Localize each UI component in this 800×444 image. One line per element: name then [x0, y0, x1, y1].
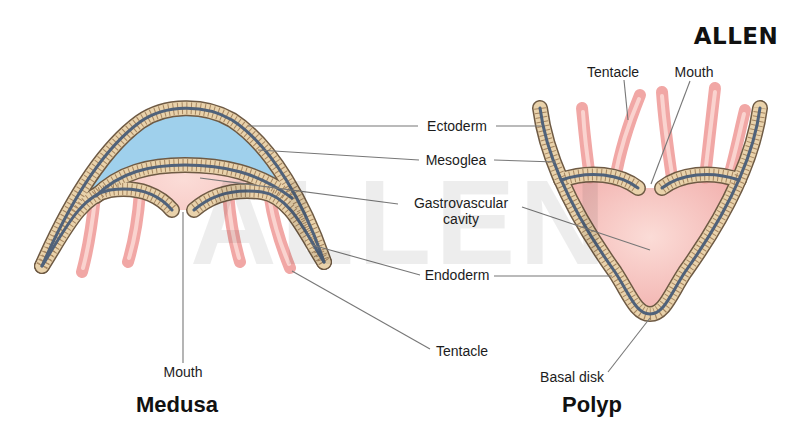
- leader-line: [258, 150, 419, 160]
- part-label: Mesoglea: [426, 152, 487, 168]
- part-label: Ectoderm: [427, 118, 487, 134]
- figure-caption: Medusa: [136, 392, 218, 417]
- leader-line: [624, 80, 628, 120]
- tentacle-highlight: [228, 196, 239, 258]
- cell-layer: [540, 108, 760, 314]
- body-wall-outline: [561, 174, 638, 188]
- leader-line: [182, 212, 183, 363]
- tentacle-highlight: [583, 112, 590, 174]
- tentacle-shape: [228, 192, 240, 262]
- mesoglea-line: [662, 174, 739, 188]
- part-label: Gastrovascular cavity: [401, 195, 521, 227]
- polyp-illustration: [540, 88, 760, 314]
- leader-line: [200, 178, 398, 204]
- leader-line: [522, 207, 650, 250]
- cell-walls: [540, 108, 760, 314]
- mesoglea-line: [540, 108, 760, 314]
- tentacle-highlight: [129, 196, 140, 258]
- tentacle-highlight: [662, 96, 672, 174]
- cell-walls: [561, 174, 638, 188]
- tentacle-highlight: [705, 92, 715, 174]
- brand-logo: ALLEN: [694, 23, 779, 49]
- part-label: Tentacle: [436, 343, 488, 359]
- mesoglea-line: [42, 189, 172, 266]
- leader-line: [608, 318, 650, 372]
- leader-line: [651, 81, 690, 184]
- mesoglea-line: [194, 191, 324, 262]
- cell-layer: [662, 174, 739, 188]
- cell-layer: [194, 191, 324, 262]
- figure-caption: Polyp: [562, 392, 622, 417]
- part-label: Mouth: [675, 64, 714, 80]
- cell-walls: [194, 191, 324, 262]
- part-label: Endoderm: [425, 267, 490, 283]
- cell-walls: [662, 174, 739, 188]
- part-label: Tentacle: [587, 64, 639, 80]
- body-wall-outline: [662, 174, 739, 188]
- leader-line: [494, 275, 612, 276]
- leader-line: [496, 125, 541, 126]
- tentacle-shape: [662, 92, 672, 178]
- leader-line: [292, 271, 430, 349]
- watermark: ALLEN: [190, 153, 610, 291]
- body-wall-outline: [540, 108, 760, 314]
- tentacle-shape: [705, 88, 715, 178]
- tentacle-shape: [128, 192, 140, 262]
- cell-layer: [561, 174, 638, 188]
- leader-lines: [183, 80, 690, 372]
- leader-line: [248, 125, 418, 126]
- tentacle-shape: [615, 95, 640, 180]
- mesoglea-line: [561, 174, 638, 188]
- leader-line: [494, 160, 556, 162]
- part-label: Basal disk: [540, 369, 604, 385]
- leader-line: [312, 245, 420, 275]
- part-label: Mouth: [164, 364, 203, 380]
